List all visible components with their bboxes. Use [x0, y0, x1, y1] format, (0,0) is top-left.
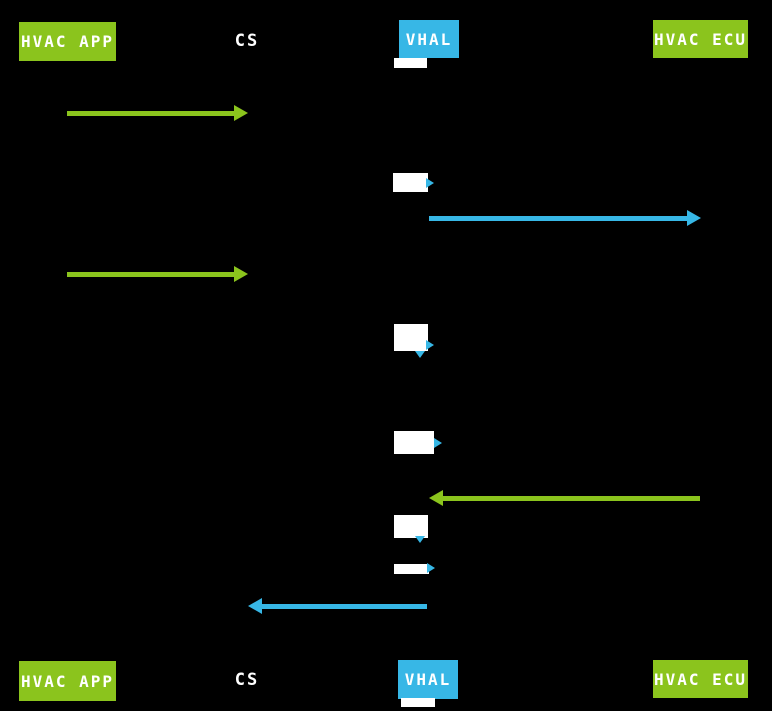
- cyan-arrowhead-6: [427, 563, 435, 573]
- message-arrow-hvac-app-to-cs-2: [67, 266, 248, 282]
- message-arrow-hvac-app-to-cs-1: [67, 105, 248, 121]
- cyan-arrowhead-2: [426, 340, 434, 350]
- arrowhead-right-icon: [687, 210, 701, 226]
- vhal-activation-7: [401, 698, 435, 707]
- cyan-arrowhead-5: [415, 536, 425, 543]
- vhal-activation-6: [394, 564, 429, 574]
- actor-cs-top: CS: [234, 31, 260, 51]
- vhal-activation-3: [394, 324, 428, 351]
- actor-vhal-bottom: VHAL: [398, 660, 458, 699]
- message-arrow-vhal-to-cs: [248, 598, 427, 614]
- cyan-arrowhead-3: [415, 351, 425, 358]
- message-arrow-vhal-to-hvac-ecu: [429, 210, 701, 226]
- actor-hvac-app-top: HVAC APP: [19, 22, 116, 61]
- cyan-arrowhead-1: [426, 178, 434, 188]
- actor-hvac-app-bottom: HVAC APP: [19, 661, 116, 701]
- vhal-activation-2: [393, 173, 428, 192]
- vhal-activation-1: [394, 58, 427, 68]
- arrowhead-left-icon: [248, 598, 262, 614]
- actor-hvac-ecu-top: HVAC ECU: [653, 20, 748, 58]
- arrowhead-left-icon: [429, 490, 443, 506]
- actor-cs-bottom: CS: [234, 670, 260, 690]
- vhal-activation-5: [394, 515, 428, 538]
- actor-vhal-top: VHAL: [399, 20, 459, 58]
- cyan-arrowhead-4: [434, 438, 442, 448]
- arrowhead-right-icon: [234, 105, 248, 121]
- vhal-activation-4: [394, 431, 434, 454]
- message-arrow-hvac-ecu-to-vhal: [429, 490, 700, 506]
- arrowhead-right-icon: [234, 266, 248, 282]
- actor-hvac-ecu-bottom: HVAC ECU: [653, 660, 748, 698]
